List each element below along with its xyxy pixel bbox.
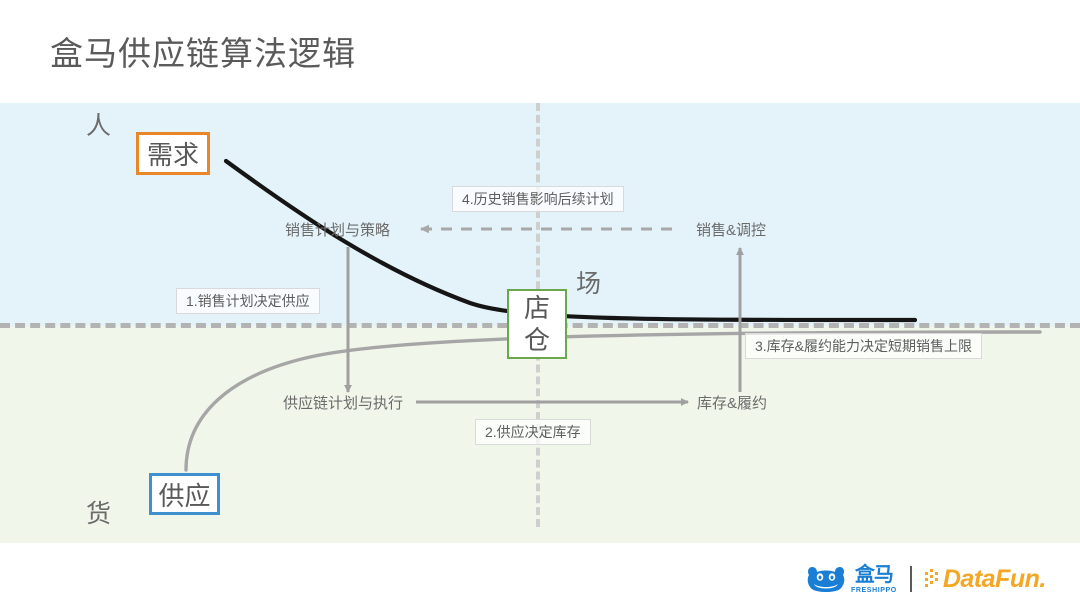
datafun-logo: DataFun. — [924, 564, 1046, 594]
node-demand[interactable]: 需求 — [136, 132, 210, 175]
axis-label-market: 场 — [576, 270, 602, 298]
footer-logo-group: 盒马 FRESHIPPO DataFun. — [806, 558, 1046, 600]
flow-label-supply-chain: 供应链计划与执行 — [283, 395, 404, 412]
annotation-supply-determines-inventory: 2.供应决定库存 — [475, 419, 591, 445]
node-store-line1: 店 — [523, 293, 550, 323]
axis-label-people: 人 — [86, 112, 112, 140]
node-store-line2: 仓 — [523, 325, 550, 355]
freshippo-logo: 盒马 FRESHIPPO — [806, 563, 897, 595]
flow-label-sales-control: 销售&调控 — [696, 222, 767, 239]
flow-label-inventory: 库存&履约 — [697, 395, 768, 412]
flow-label-sales-plan: 销售计划与策略 — [285, 222, 391, 239]
demand-curve — [223, 158, 918, 323]
hippo-icon — [807, 567, 845, 592]
datafun-name: DataFun. — [942, 564, 1046, 593]
page-title: 盒马供应链算法逻辑 — [50, 35, 356, 72]
axis-label-goods: 货 — [86, 500, 112, 528]
freshippo-name-cn: 盒马 — [854, 563, 894, 586]
datafun-dots-icon — [924, 569, 938, 587]
logo-divider — [909, 566, 912, 592]
node-supply[interactable]: 供应 — [149, 473, 220, 515]
annotation-inventory-limits-sales: 3.库存&履约能力决定短期销售上限 — [745, 333, 983, 359]
node-store-warehouse[interactable]: 店 仓 — [507, 289, 567, 359]
annotation-history-affects-plan: 4.历史销售影响后续计划 — [452, 186, 624, 212]
freshippo-name-en: FRESHIPPO — [851, 586, 897, 594]
freshippo-brand-text: 盒马 FRESHIPPO — [851, 565, 897, 594]
annotation-sales-plan-determines-supply: 1.销售计划决定供应 — [176, 288, 320, 314]
